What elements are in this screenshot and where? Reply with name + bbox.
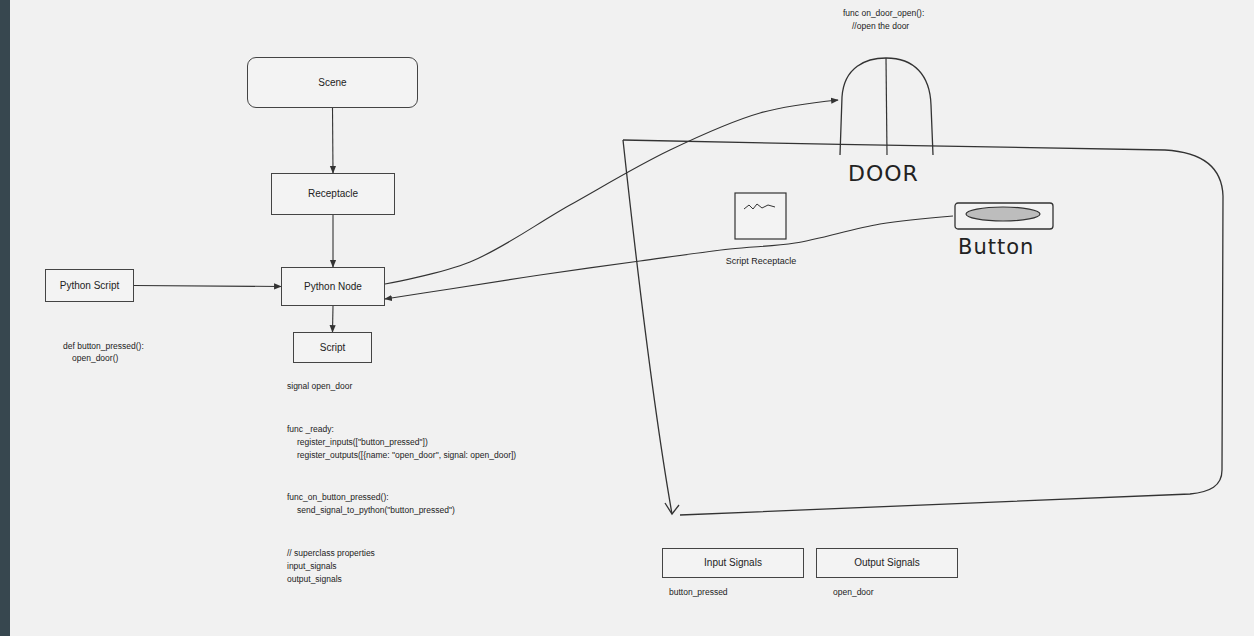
connector-arrow: [332, 306, 334, 332]
box-label: Scene: [318, 77, 346, 89]
button-cap: [966, 207, 1040, 221]
door-node: DOOR: [838, 55, 940, 187]
code-note: func_on_button_pressed():: [287, 492, 389, 503]
code-note: send_signal_to_python("button_pressed"): [297, 505, 455, 516]
process-box: Python Script: [45, 269, 134, 302]
connector-arrow: [332, 108, 334, 173]
code-note: signal open_door: [287, 381, 352, 392]
code-note: func on_door_open():: [843, 8, 924, 19]
code-note: open_door: [833, 587, 874, 598]
door-split: [886, 58, 887, 155]
code-note: output_signals: [287, 574, 342, 585]
connector-arrow: [385, 100, 838, 284]
process-box: Input Signals: [662, 548, 804, 578]
node-caption: DOOR: [838, 161, 940, 187]
process-box: Python Node: [281, 267, 385, 306]
receptacle-node: Script Receptacle: [718, 192, 804, 267]
door-outline: [840, 58, 933, 155]
side-bar: [0, 0, 10, 636]
room-outline: [623, 140, 1223, 515]
box-label: Receptacle: [308, 188, 358, 200]
box-label: Python Node: [304, 281, 362, 293]
box-label: Output Signals: [854, 557, 920, 569]
receptacle-box: [735, 193, 786, 239]
code-note: button_pressed: [669, 587, 728, 598]
code-note: // superclass properties: [287, 548, 375, 559]
room-wall: [623, 140, 672, 514]
node-caption: Script Receptacle: [718, 256, 804, 267]
code-note: open_door(): [72, 353, 118, 364]
code-note: register_inputs(["button_pressed"]): [297, 437, 428, 448]
code-note: register_outputs([{name: "open_door", si…: [297, 450, 516, 461]
code-note: //open the door: [852, 21, 909, 32]
receptacle-squiggle: [744, 204, 775, 209]
code-note: input_signals: [287, 561, 337, 572]
wall-hook: [665, 503, 679, 514]
connector-arrow: [385, 216, 953, 299]
process-box: Script: [293, 332, 372, 363]
door-shape: [838, 55, 940, 157]
code-note: def button_pressed():: [63, 341, 144, 352]
connector-arrow: [134, 286, 281, 287]
box-label: Python Script: [60, 280, 119, 292]
code-note: func _ready:: [287, 424, 334, 435]
recep-shape: [718, 192, 804, 240]
box-label: Input Signals: [704, 557, 762, 569]
node-caption: Button: [953, 235, 1057, 260]
box-label: Script: [320, 342, 346, 354]
process-box: Receptacle: [271, 173, 395, 215]
process-box: Scene: [247, 57, 418, 108]
button-shape: [953, 201, 1057, 231]
button-base: [955, 203, 1053, 229]
process-box: Output Signals: [816, 548, 958, 578]
button-node: Button: [953, 201, 1057, 260]
connector-arrow: [332, 215, 333, 267]
